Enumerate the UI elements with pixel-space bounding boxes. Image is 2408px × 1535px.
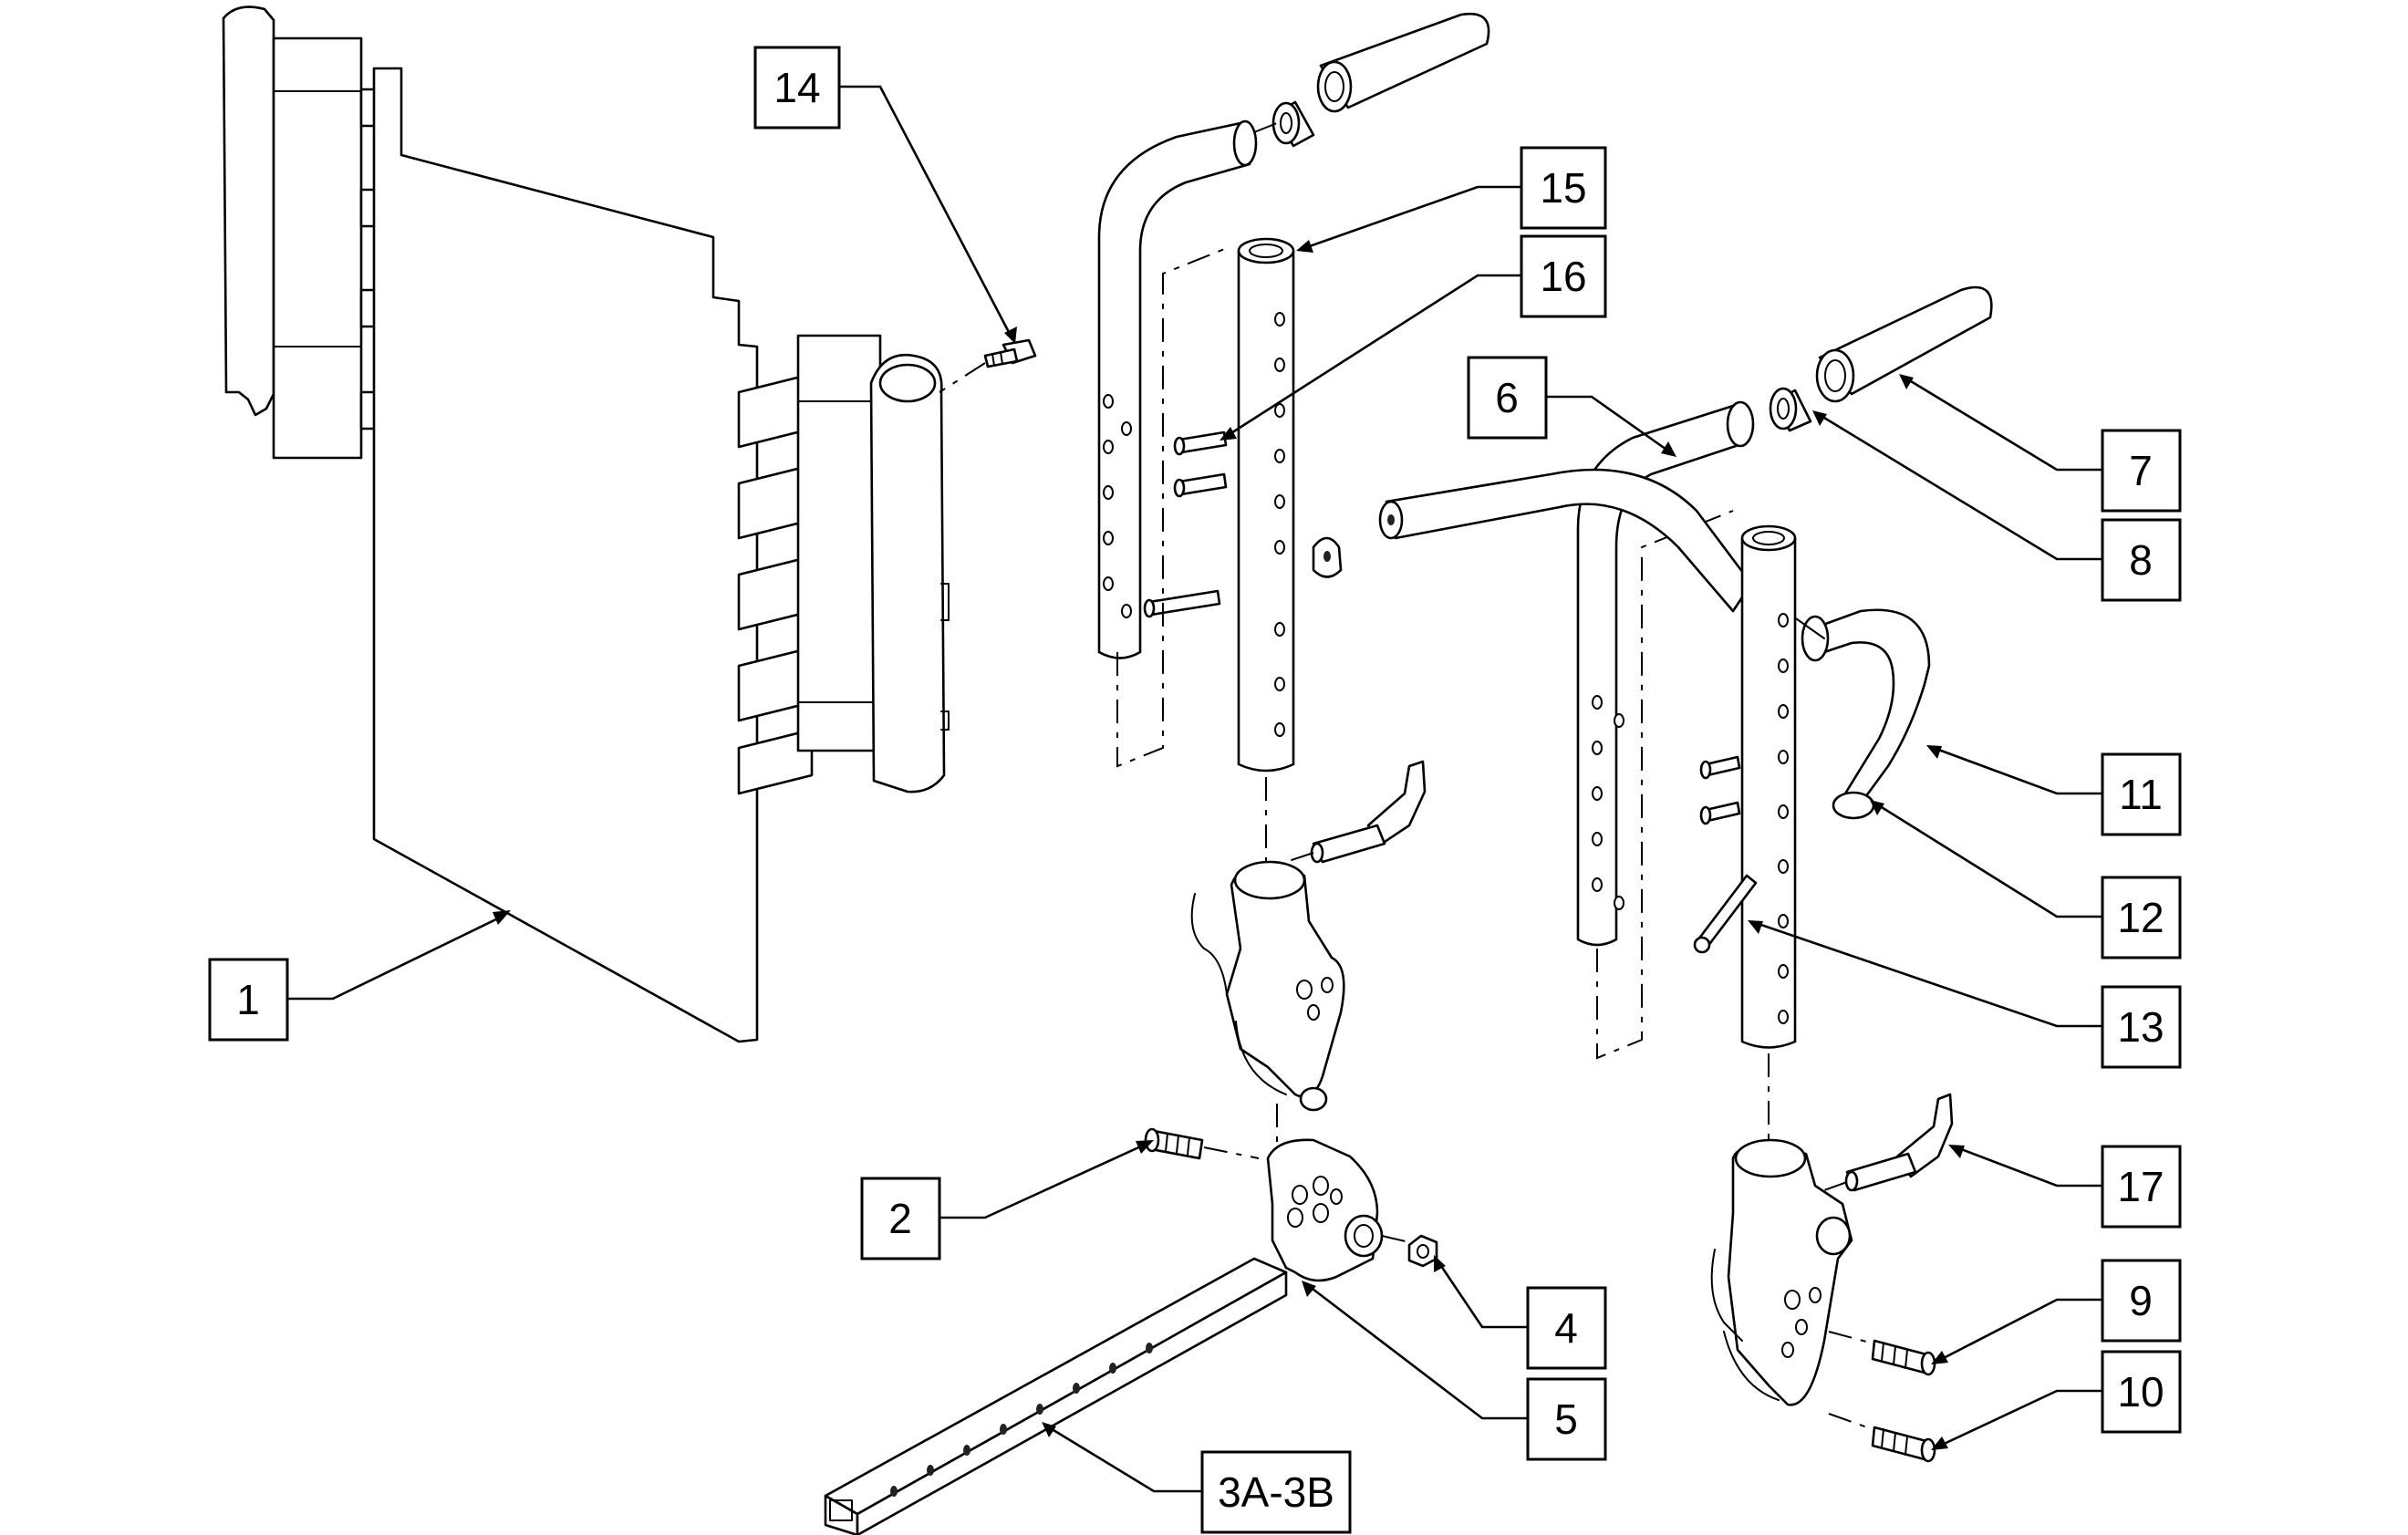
callout-10-label: 10 [2117, 1368, 2164, 1416]
callout-9-label: 9 [2129, 1277, 2153, 1324]
callout-13-label: 13 [2117, 1003, 2164, 1051]
callout-7-label: 7 [2129, 447, 2153, 494]
right-grip-part-7 [1815, 285, 1993, 403]
callout-1-label: 1 [236, 976, 260, 1023]
callout-14: 14 [753, 46, 841, 130]
callout-11: 11 [2101, 752, 2182, 836]
callout-16: 16 [1520, 234, 1607, 318]
callout-12-label: 12 [2117, 894, 2164, 941]
callout-7: 7 [2101, 429, 2182, 513]
callout-17-label: 17 [2117, 1163, 2164, 1210]
bracket-part-5 [1266, 1138, 1410, 1282]
mount-block-left [1190, 860, 1345, 1149]
callout-11-label: 11 [2119, 771, 2163, 818]
callout-9: 9 [2101, 1259, 2182, 1343]
callout-10: 10 [2101, 1350, 2182, 1434]
screws-part-13 [1693, 755, 1758, 954]
left-grip-and-plug [1253, 12, 1490, 148]
callout-15: 15 [1520, 146, 1607, 230]
callout-13: 13 [2101, 985, 2182, 1069]
leader-lines [287, 85, 2102, 1493]
callout-16-label: 16 [1540, 253, 1586, 300]
callout-3a-3b: 3A-3B [1200, 1450, 1352, 1534]
callout-15-label: 15 [1540, 164, 1586, 212]
callout-5: 5 [1526, 1377, 1607, 1461]
callout-1: 1 [208, 958, 289, 1042]
armrest-bar-part-11 [1378, 468, 1931, 820]
lever-left [1285, 760, 1427, 864]
callout-6: 6 [1467, 356, 1548, 440]
lever-part-17 [1823, 1093, 1954, 1192]
bolt-part-9 [1828, 1331, 1936, 1376]
side-panel-part [222, 5, 950, 1043]
callout-3-label: 3A-3B [1218, 1468, 1334, 1516]
nut-part-4 [1407, 1234, 1438, 1268]
callout-6-label: 6 [1495, 374, 1519, 421]
extension-tube-part-3 [824, 1257, 1288, 1535]
left-armrest-frame [1097, 119, 1258, 768]
bolt-part-10 [1828, 1413, 1936, 1463]
callout-8: 8 [2101, 518, 2182, 602]
left-armrest-tube-part-15 [1237, 237, 1295, 985]
right-armrest-tube [1740, 524, 1797, 1154]
bolt-part-2 [1144, 1127, 1260, 1160]
plug-part-8 [1769, 387, 1812, 432]
callout-5-label: 5 [1554, 1395, 1578, 1443]
mount-block-right [1710, 1138, 1853, 1406]
callout-12: 12 [2101, 876, 2182, 959]
callout-17: 17 [2101, 1145, 2182, 1229]
cap-left [1312, 536, 1343, 578]
callout-4-label: 4 [1554, 1304, 1578, 1352]
callout-4: 4 [1526, 1286, 1607, 1370]
screws-part-16 [1143, 430, 1228, 618]
callout-2: 2 [860, 1177, 941, 1260]
callout-2-label: 2 [888, 1195, 912, 1242]
callout-14-label: 14 [773, 64, 820, 111]
callout-8-label: 8 [2129, 536, 2153, 584]
screw-part-14 [939, 338, 1037, 393]
